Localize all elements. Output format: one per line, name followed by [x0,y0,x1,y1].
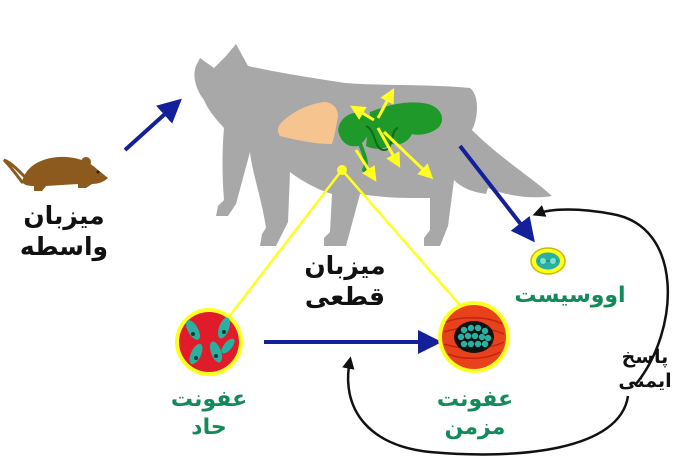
arrow-immune-to-oocyst [532,205,670,385]
rat-icon [2,156,108,191]
definitive-host-line2: قطعی [304,282,386,312]
chronic-infection-label: عفونت مزمن [430,386,520,441]
oocyst-icon [530,247,566,275]
intermediate-host-line1: میزبان [23,201,105,230]
arrow-rat-to-cat [123,98,182,152]
infection-triangle [227,165,467,319]
acute-infection-label: عفونت حاد [164,386,254,441]
intermediate-host-line2: واسطه [19,232,109,262]
chronic-infection-line1: عفونت [436,387,514,412]
tachyzoite-cell-icon [175,308,243,376]
definitive-host-line1: میزبان [304,251,386,280]
oocyst-text: اووسیست [514,283,626,308]
yellow-migration-arrows [350,88,434,182]
tissue-cyst-icon [438,301,510,373]
arrow-immune-to-acute [342,356,630,456]
immune-response-line1: پاسخ [621,346,669,368]
intermediate-host-label: میزبان واسطه [14,200,114,263]
acute-infection-line1: عفونت [170,387,248,412]
immune-response-line2: ایمنی [618,369,672,392]
definitive-host-label: میزبان قطعی [290,250,400,313]
liver-icon [277,102,338,144]
chronic-infection-line2: مزمن [444,414,506,440]
oocyst-label: اووسیست [505,282,635,310]
arrow-cat-to-oocyst [458,144,535,243]
immune-response-label: پاسخ ایمنی [610,346,680,394]
acute-infection-line2: حاد [191,414,227,440]
